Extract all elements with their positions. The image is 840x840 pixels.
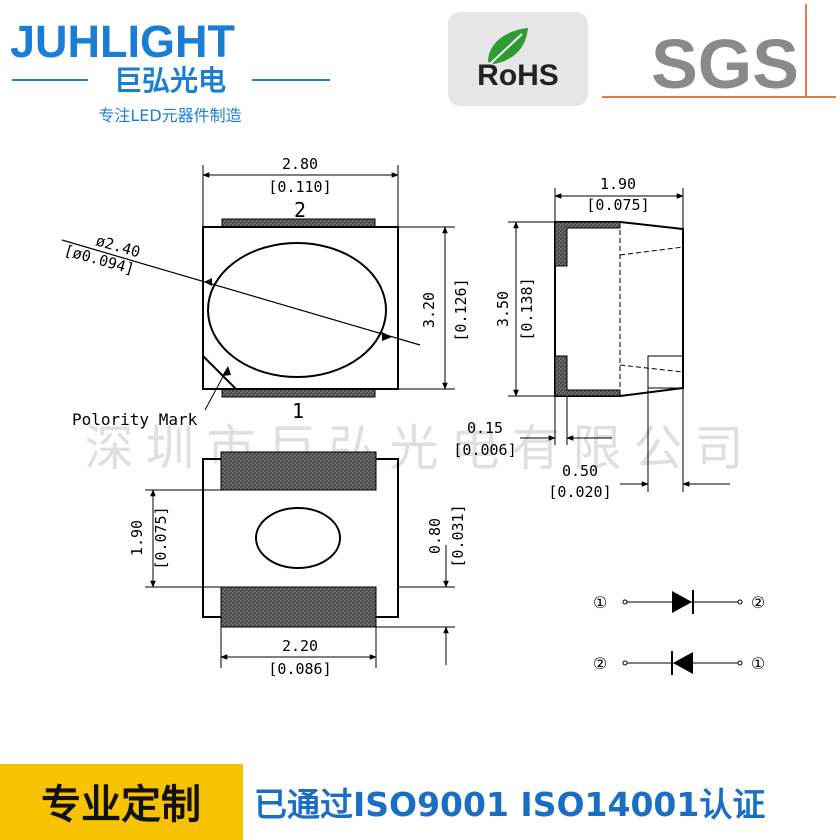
side-height-mm-label: 3.50 xyxy=(494,291,512,327)
terminal-dot xyxy=(622,660,628,666)
polarity-leader xyxy=(204,370,227,411)
brand-name-cn: 巨弘光电 xyxy=(114,64,226,97)
side-lens-step xyxy=(647,355,684,389)
pin-1-symbol-left: ① xyxy=(593,593,607,612)
lens-diameter-leader xyxy=(61,239,421,346)
certification-text: 已通过ISO9001 ISO14001认证 xyxy=(254,785,765,824)
custom-label-bg xyxy=(0,764,243,840)
polarity-arrow xyxy=(222,366,231,376)
depth-mm-label: 1.90 xyxy=(600,175,636,193)
polarity-mark-label: Polority Mark xyxy=(72,410,198,429)
side-lead-bottom xyxy=(554,355,621,397)
top-view xyxy=(61,165,455,411)
rohs-badge: RoHS xyxy=(448,12,588,106)
side-lead-top xyxy=(554,221,621,267)
bottom-view-labels: 1.90 [0.075] 0.80 [0.031] 2.20 [0.086] xyxy=(128,504,467,678)
terminal-dot xyxy=(737,599,743,605)
top-view-labels: 2.80 [0.110] 2 1 Polority Mark ø2.40 [ø0… xyxy=(62,155,470,429)
height-in-label: [0.126] xyxy=(452,278,470,341)
sgs-badge: SGS xyxy=(602,4,836,103)
side-dashed-bottom xyxy=(619,364,684,373)
diode-symbol-reverse: ② ① xyxy=(593,651,765,675)
pin-2-symbol-left: ② xyxy=(593,654,607,673)
sgs-label: SGS xyxy=(651,25,799,103)
pin-2-symbol-right: ② xyxy=(751,593,765,612)
brand-slogan: 专注LED元器件制造 xyxy=(98,106,241,125)
gap-mm-label: 0.80 xyxy=(426,518,444,554)
rohs-badge-bg xyxy=(448,12,588,106)
side-height-in-label: [0.138] xyxy=(518,277,536,340)
pin-1-symbol-right: ① xyxy=(751,654,765,673)
terminal-dot xyxy=(737,660,743,666)
bottom-pad-top xyxy=(220,451,377,491)
width-in-label: [0.110] xyxy=(268,178,331,196)
pad-mm-label: 0.15 xyxy=(467,419,503,437)
company-watermark: 深圳市巨弘光电有限公司 xyxy=(84,420,755,477)
diode-triangle-icon xyxy=(672,591,692,613)
depth-in-label: [0.075] xyxy=(586,196,649,214)
pad-span-mm-label: 1.90 xyxy=(128,520,146,556)
terminal-dot xyxy=(622,599,628,605)
pin-2-label: 2 xyxy=(294,198,306,222)
pin-1-label: 1 xyxy=(292,399,304,423)
width-mm-label: 2.80 xyxy=(282,155,318,173)
led-package-body xyxy=(202,226,399,390)
gap-in-label: [0.031] xyxy=(449,504,467,567)
rohs-label: RoHS xyxy=(477,59,559,92)
brand-name: JUHLIGHT xyxy=(10,16,235,67)
pad-in-label: [0.006] xyxy=(453,441,516,459)
lead-in-label: [0.020] xyxy=(548,483,611,501)
bottom-pad-bottom xyxy=(220,586,377,628)
height-mm-label: 3.20 xyxy=(420,292,438,328)
custom-label: 专业定制 xyxy=(41,782,201,828)
diode-triangle-icon xyxy=(673,652,693,674)
top-pad-1 xyxy=(221,388,376,398)
pad-width-in-label: [0.086] xyxy=(268,660,331,678)
bottom-center-pad xyxy=(255,507,341,569)
footer-banner: 专业定制 已通过ISO9001 ISO14001认证 xyxy=(0,764,765,840)
pad-width-mm-label: 2.20 xyxy=(282,637,318,655)
side-view xyxy=(508,188,730,492)
pad-span-in-label: [0.075] xyxy=(152,506,170,569)
lens-diameter-arrow-2 xyxy=(382,332,392,341)
lens-diameter-arrow-1 xyxy=(204,278,212,286)
polarity-chamfer xyxy=(202,355,237,390)
diode-symbol-forward: ① ② xyxy=(593,590,765,614)
side-dashed-top xyxy=(619,246,684,256)
led-lens xyxy=(207,242,387,378)
lead-mm-label: 0.50 xyxy=(562,462,598,480)
side-view-labels: 1.90 [0.075] 3.50 [0.138] 0.15 [0.006] 0… xyxy=(453,175,649,501)
leaf-vein-icon xyxy=(489,33,523,65)
bottom-view xyxy=(145,451,455,668)
brand-logo: JUHLIGHT 巨弘光电 专注LED元器件制造 xyxy=(10,16,330,125)
